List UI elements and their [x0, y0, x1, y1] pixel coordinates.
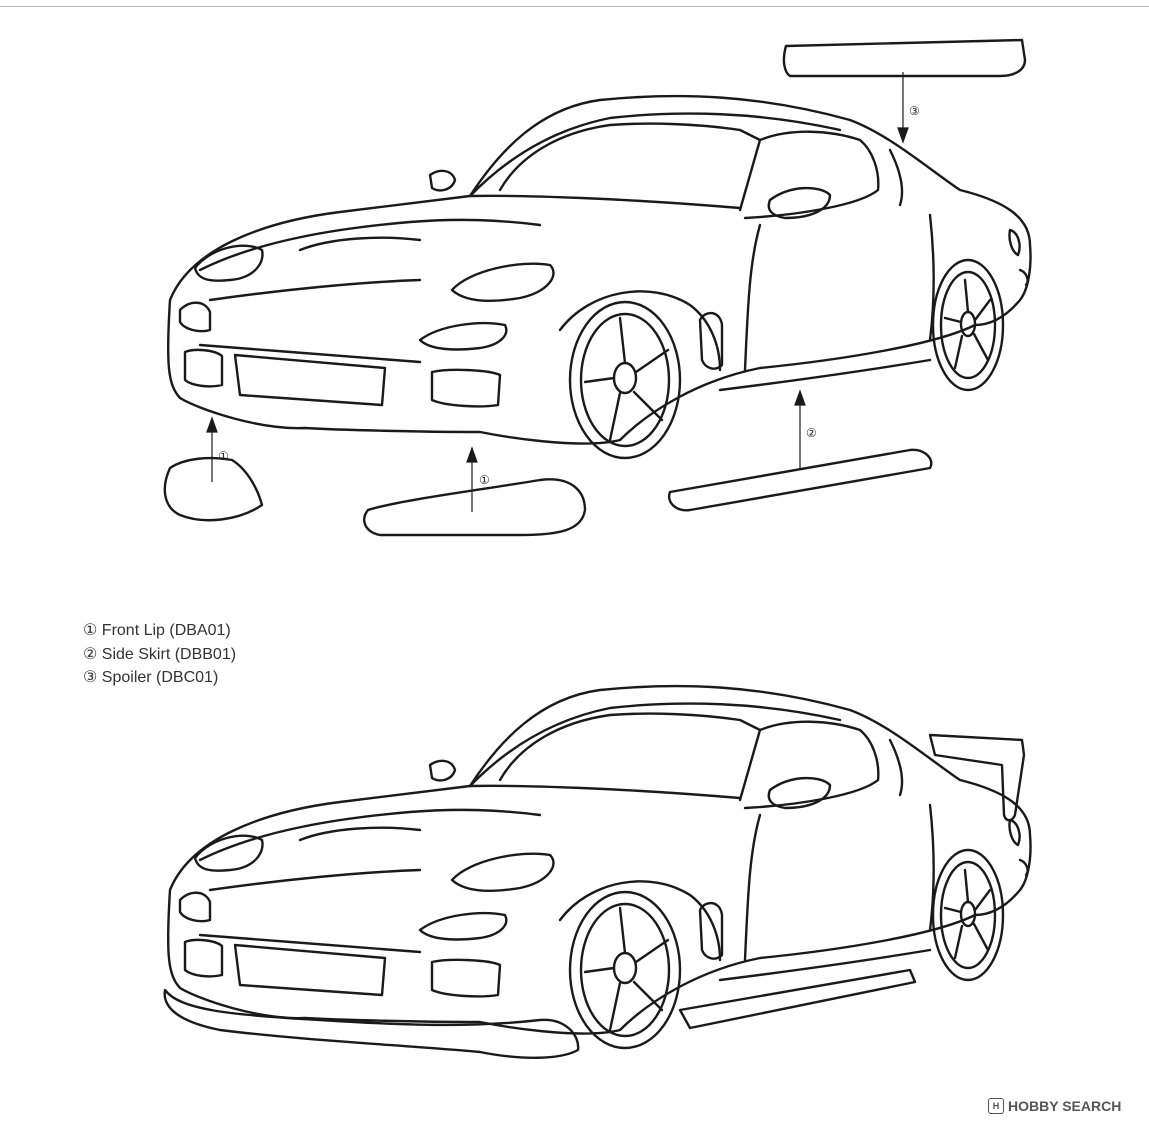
watermark-text: HOBBY SEARCH	[1008, 1098, 1122, 1114]
side-skirt-fitted	[678, 968, 917, 1030]
side-skirt-part	[667, 448, 933, 512]
front-lip-left-part	[163, 456, 264, 522]
car-body-top	[166, 94, 1032, 460]
spoiler-arrowhead	[897, 127, 909, 144]
callout-front-lip-center: ①	[479, 473, 490, 487]
top-rule	[0, 6, 1149, 7]
front-lip-center-arrowhead	[466, 446, 478, 463]
side-skirt-arrowhead	[794, 389, 806, 406]
front-lip-left-arrowhead	[206, 416, 218, 433]
legend-item-side-skirt: ② Side Skirt (DBB01)	[83, 645, 237, 663]
callout-spoiler: ③	[909, 104, 920, 118]
car-exploded	[166, 94, 1032, 460]
car-assembled	[163, 684, 1032, 1059]
car-body-bottom	[166, 684, 1032, 1050]
spoiler-fitted	[928, 733, 1026, 822]
legend-item-spoiler: ③ Spoiler (DBC01)	[83, 669, 219, 686]
front-lip-center-part	[363, 478, 587, 537]
callout-front-lip-left: ①	[218, 449, 229, 463]
parts-legend: ① Front Lip (DBA01) ② Side Skirt (DBB01)…	[83, 619, 236, 690]
front-lip-fitted	[163, 988, 580, 1059]
callout-side-skirt: ②	[806, 426, 817, 440]
watermark: H HOBBY SEARCH	[988, 1096, 1121, 1116]
legend-item-front-lip: ① Front Lip (DBA01)	[83, 622, 231, 639]
spoiler-part	[782, 38, 1027, 78]
watermark-logo-icon: H	[988, 1098, 1004, 1114]
